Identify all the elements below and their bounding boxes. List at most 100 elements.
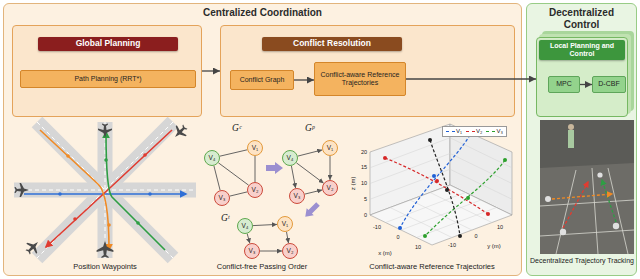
label-holder: Gᵗ — [221, 213, 229, 224]
graph-edge — [291, 166, 295, 188]
flow-arrow — [580, 84, 592, 85]
graph-vertex: V₂ — [322, 180, 338, 196]
graph-edge — [330, 156, 331, 180]
lane-marking — [37, 122, 173, 258]
caption-label: Conflict-free Passing Order — [217, 262, 307, 271]
waypoint-dot — [136, 221, 140, 225]
trajectory-point — [458, 234, 462, 238]
tick-label: 0 — [396, 234, 399, 240]
waypoint-dot — [148, 192, 152, 196]
tick-label: 20 — [361, 149, 367, 155]
graph-edge — [218, 163, 248, 185]
caption-label: Decentralized Trajectory Tracking — [530, 257, 634, 264]
graph-vertex: V₃ — [244, 243, 260, 259]
experiment-photo — [563, 182, 588, 228]
graph-vertex: V₄ — [204, 150, 220, 166]
graph-vertex: V₁ — [247, 140, 263, 156]
axis-label: y (m) — [487, 243, 501, 249]
graph-edge — [305, 190, 322, 194]
graph-edge — [214, 166, 220, 190]
panel-heading: Centralized Coordination — [4, 7, 521, 19]
label-holder: Conflict-free Passing Order — [217, 263, 307, 272]
label-holder: Decentralized Trajectory Tracking — [530, 257, 634, 265]
process-box: Conflict-aware Reference Trajectories — [314, 62, 406, 96]
axis-label: z (m) — [351, 176, 357, 190]
transform-arrow — [266, 162, 322, 220]
stage-header-bar: Global Planning — [38, 37, 178, 51]
experiment-photo — [592, 168, 598, 254]
process-label: Conflict Graph — [240, 76, 285, 84]
aircraft-icon — [97, 241, 114, 258]
vertex-label: V₄ — [209, 154, 216, 161]
plot-grid — [450, 138, 512, 168]
trajectory-point — [503, 158, 507, 162]
legend-label: V₃ — [496, 128, 502, 135]
waypoint-dot — [58, 153, 152, 227]
graph-edge — [247, 234, 250, 244]
trajectory-point — [445, 188, 449, 192]
plot-axes — [370, 124, 512, 245]
stage-panel: Conflict ResolutionConflict GraphConflic… — [220, 25, 515, 117]
experiment-photo — [540, 230, 634, 236]
label-holder: 20 — [361, 149, 367, 155]
label-holder: Gᵖ — [305, 123, 315, 134]
experiment-photo — [608, 168, 628, 254]
waypoint-dot — [107, 223, 111, 227]
tick-label: 5 — [364, 196, 367, 202]
trajectory-point — [486, 212, 490, 216]
vertex-label: V₂ — [327, 184, 334, 191]
label-holder: Conflict-aware Reference Trajectories — [369, 263, 494, 272]
process-label: Conflict-aware Reference Trajectories — [318, 71, 402, 87]
trajectory-curve — [430, 140, 460, 236]
tick-label: 0 — [364, 212, 367, 218]
label-holder: z (m) — [351, 176, 358, 190]
legend-item: V₁ — [446, 128, 462, 135]
process-label: D-CBF — [598, 80, 619, 88]
flow-arrow — [294, 79, 314, 80]
axis-label: x (m) — [378, 250, 392, 256]
experiment-photo — [540, 120, 634, 254]
graph-label: Gᵗ — [221, 213, 229, 223]
tick-label: 10 — [361, 180, 367, 186]
label-holder: 0 — [474, 233, 477, 239]
trajectory-point — [398, 226, 402, 230]
trajectory-point — [432, 174, 436, 178]
experiment-photo — [597, 172, 602, 177]
stage-panel: Global PlanningPath Planning (RRT*) — [12, 25, 202, 117]
panel-title: Decentralized Control — [549, 7, 614, 30]
experiment-photo — [540, 200, 634, 206]
legend-line-sample — [466, 131, 475, 132]
label-holder: x (m) — [378, 250, 392, 257]
process-box: Conflict Graph — [230, 70, 294, 90]
graph-label: Gᶜ — [232, 123, 241, 133]
trajectory-point — [466, 196, 470, 200]
lane-marking — [14, 190, 196, 191]
aircraft-icon — [15, 183, 30, 197]
plot-grid — [370, 138, 450, 168]
vertex-label: V₁ — [327, 144, 334, 151]
tick-label: -10 — [448, 242, 456, 248]
tick-label: 15 — [361, 164, 367, 170]
label-holder: 10 — [415, 244, 421, 250]
label-holder: -10 — [373, 224, 381, 230]
intersection-roads — [14, 122, 196, 258]
plot-grid — [450, 154, 512, 184]
process-label: Path Planning (RRT*) — [74, 75, 141, 83]
label-holder: 10 — [497, 224, 503, 230]
lane-marking — [14, 122, 196, 258]
graph-edge — [220, 150, 247, 156]
caption-label: Position Waypoints — [73, 262, 137, 271]
vertex-label: V₄ — [287, 154, 294, 161]
legend-item: V₃ — [486, 128, 502, 135]
experiment-photo — [568, 130, 574, 148]
label-holder: y (m) — [487, 243, 501, 250]
graph-vertex: V₃ — [289, 188, 305, 204]
vertex-label: V₁ — [282, 220, 289, 227]
flow-arrow — [406, 78, 536, 79]
process-label: MPC — [556, 80, 572, 88]
trajectory-curve — [425, 160, 505, 236]
label-holder: 5 — [364, 196, 367, 202]
graph-edge — [253, 224, 277, 225]
process-box: MPC — [548, 76, 580, 93]
